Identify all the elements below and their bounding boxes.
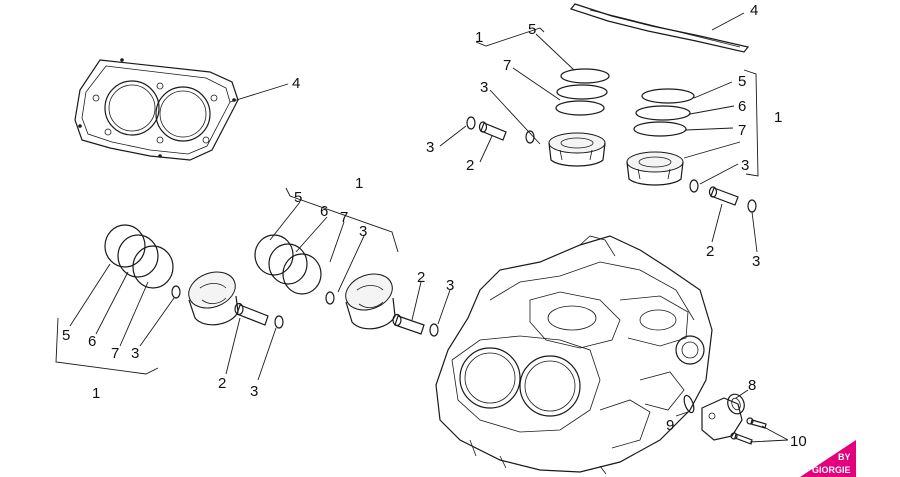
label-o-ring: 9 bbox=[666, 417, 674, 434]
label-thermostat-fitting: 8 bbox=[748, 377, 756, 394]
label-ring-top-right-7: 7 bbox=[738, 122, 746, 139]
upper-piston-group-left bbox=[466, 68, 610, 167]
label-piston-assy-lower-left: 1 bbox=[92, 385, 100, 402]
label-cylinder-head-gasket: 4 bbox=[292, 75, 300, 92]
label-ring-top-left-7: 7 bbox=[503, 57, 511, 74]
bolts bbox=[730, 417, 767, 445]
label-ring-top-left-5: 5 bbox=[528, 21, 536, 38]
brand-logo: BY GIORGIE bbox=[800, 440, 856, 477]
lower-piston-group-left bbox=[104, 224, 284, 329]
cylinder-head-gasket bbox=[74, 58, 239, 161]
label-ring-lower-left-7: 7 bbox=[111, 345, 119, 362]
label-circlip-lower-left-a: 3 bbox=[131, 345, 139, 362]
label-piston-assy-lower-right: 1 bbox=[355, 175, 363, 192]
label-circlip-top-right-a: 3 bbox=[741, 157, 749, 174]
head-gasket-strip bbox=[569, 3, 750, 53]
label-circlip-lower-right-a: 3 bbox=[359, 223, 367, 240]
label-ring-lower-right-6: 6 bbox=[320, 203, 328, 220]
label-piston-assy-top-left: 1 bbox=[475, 29, 483, 46]
label-ring-lower-left-5: 5 bbox=[62, 327, 70, 344]
part-labels: 1 5 7 3 3 2 4 4 5 6 7 1 3 2 3 1 5 6 7 3 … bbox=[62, 2, 807, 450]
label-ring-lower-left-6: 6 bbox=[88, 333, 96, 350]
label-ring-lower-right-7: 7 bbox=[340, 209, 348, 226]
label-circlip-top-left-a: 3 bbox=[480, 79, 488, 96]
label-circlip-lower-right-b: 3 bbox=[446, 277, 454, 294]
bracket-lower-right bbox=[285, 187, 399, 253]
thermostat-fitting bbox=[701, 393, 745, 441]
label-ring-lower-right-5: 5 bbox=[294, 189, 302, 206]
label-circlip-top-left-b: 3 bbox=[426, 139, 434, 156]
label-pin-lower-right: 2 bbox=[417, 269, 425, 286]
bracket-upper-left bbox=[475, 27, 545, 47]
label-circlip-top-right-b: 3 bbox=[752, 253, 760, 270]
label-pin-top-left: 2 bbox=[466, 157, 474, 174]
label-head-gasket-strip: 4 bbox=[750, 2, 758, 19]
bracket-lower-left bbox=[55, 317, 159, 375]
label-pin-top-right: 2 bbox=[706, 243, 714, 260]
upper-piston-group-right bbox=[626, 88, 757, 213]
o-ring bbox=[683, 394, 695, 414]
label-bolts: 10 bbox=[790, 433, 807, 450]
crankcase-block bbox=[435, 235, 713, 475]
logo-text-giorgie: GIORGIE bbox=[812, 465, 851, 475]
label-circlip-lower-left-b: 3 bbox=[250, 383, 258, 400]
label-ring-top-right-5: 5 bbox=[738, 73, 746, 90]
logo-text-by: BY bbox=[838, 452, 851, 462]
label-ring-top-right-6: 6 bbox=[738, 98, 746, 115]
label-piston-assy-top-right: 1 bbox=[774, 109, 782, 126]
label-pin-lower-left: 2 bbox=[218, 375, 226, 392]
leader-lines bbox=[69, 12, 789, 443]
bracket-upper-right bbox=[743, 69, 759, 177]
